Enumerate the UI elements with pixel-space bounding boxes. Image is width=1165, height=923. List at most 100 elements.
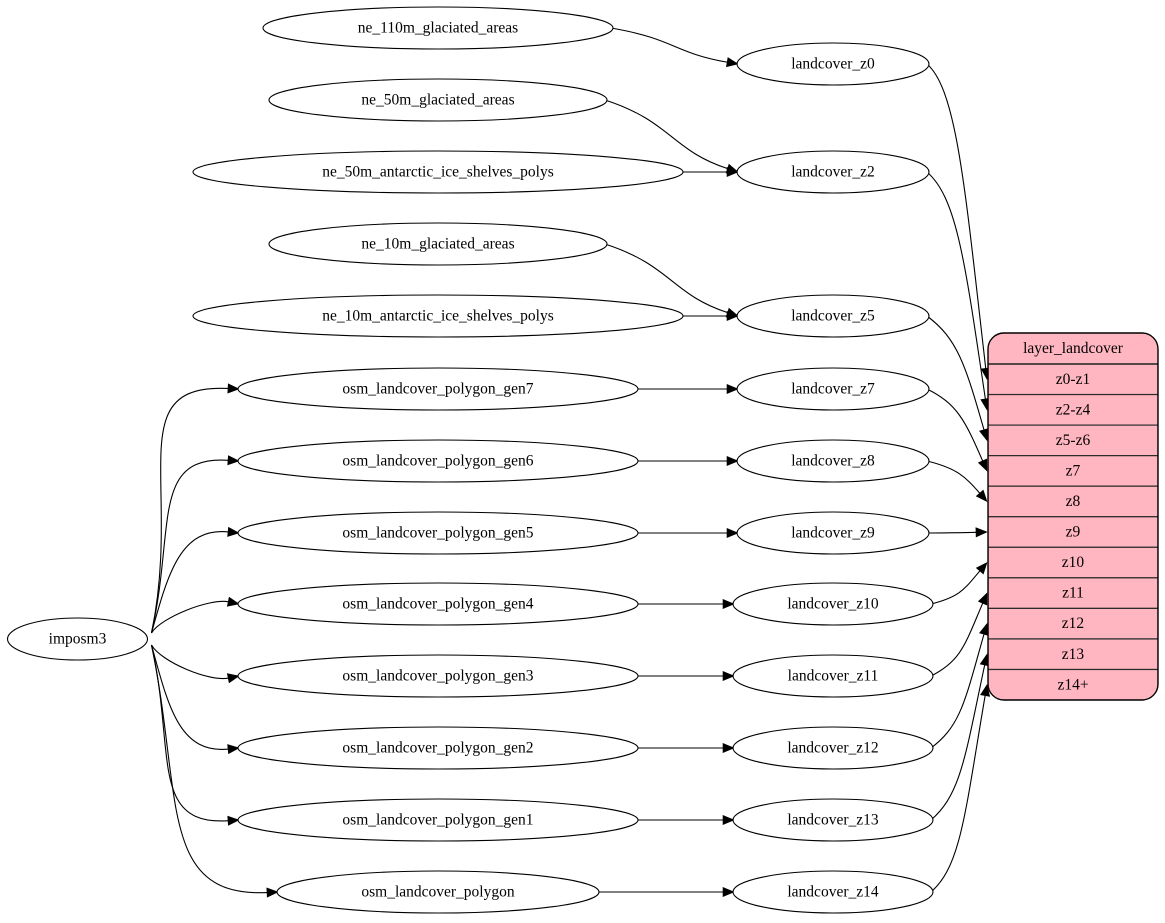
node-imposm3[interactable]: imposm3 xyxy=(6,617,149,661)
node-landcover_z9[interactable]: landcover_z9 xyxy=(736,511,930,555)
node-landcover_z10[interactable]: landcover_z10 xyxy=(732,582,934,626)
node-ne_50m_antarctic_ice_shelves_polys[interactable]: ne_50m_antarctic_ice_shelves_polys xyxy=(192,150,684,194)
node-label-ne_50m_glaciated_areas: ne_50m_glaciated_areas xyxy=(361,92,514,109)
node-label-osm_landcover_polygon_gen5: osm_landcover_polygon_gen5 xyxy=(342,525,533,542)
node-label-imposm3: imposm3 xyxy=(49,631,107,648)
node-osm_landcover_polygon_gen5[interactable]: osm_landcover_polygon_gen5 xyxy=(237,511,639,555)
edge-ne_50m_glaciated_areas-to-landcover_z2 xyxy=(604,99,729,170)
node-landcover_z14[interactable]: landcover_z14 xyxy=(732,870,934,914)
node-osm_landcover_polygon[interactable]: osm_landcover_polygon xyxy=(276,870,600,914)
edge-arrowhead xyxy=(722,886,735,898)
node-ellipse-ne_10m_antarctic_ice_shelves_polys xyxy=(192,294,684,338)
node-landcover_z13[interactable]: landcover_z13 xyxy=(732,798,934,842)
edge-arrowhead xyxy=(726,310,739,322)
node-osm_landcover_polygon_gen2[interactable]: osm_landcover_polygon_gen2 xyxy=(237,726,639,770)
node-osm_landcover_polygon_gen1[interactable]: osm_landcover_polygon_gen1 xyxy=(237,798,639,842)
edge-arrowhead xyxy=(722,814,735,826)
node-label-landcover_z13: landcover_z13 xyxy=(787,812,878,829)
node-ellipse-landcover_z5 xyxy=(736,294,930,338)
node-ne_10m_antarctic_ice_shelves_polys[interactable]: ne_10m_antarctic_ice_shelves_polys xyxy=(192,294,684,338)
table-node-layer-landcover[interactable]: layer_landcoverz0-z1z2-z4z5-z6z7z8z9z10z… xyxy=(987,332,1159,701)
node-label-ne_10m_glaciated_areas: ne_10m_glaciated_areas xyxy=(361,236,514,253)
node-label-osm_landcover_polygon_gen3: osm_landcover_polygon_gen3 xyxy=(342,668,533,685)
node-landcover_z8[interactable]: landcover_z8 xyxy=(736,439,930,483)
table-row-label-z7: z7 xyxy=(1066,462,1081,479)
node-label-osm_landcover_polygon_gen2: osm_landcover_polygon_gen2 xyxy=(342,740,533,757)
edge-arrowhead xyxy=(726,383,739,395)
node-ellipse-landcover_z14 xyxy=(732,870,934,914)
edge-arrowhead xyxy=(227,383,240,394)
table-row-label-z13: z13 xyxy=(1062,646,1085,663)
node-label-ne_110m_glaciated_areas: ne_110m_glaciated_areas xyxy=(358,20,518,37)
node-ellipse-osm_landcover_polygon_gen4 xyxy=(237,582,639,626)
table-row-label-z9: z9 xyxy=(1066,524,1081,541)
table-row-label-z11: z11 xyxy=(1062,585,1084,602)
edge-landcover_z11-to-layer_landcover-z11 xyxy=(930,602,984,677)
edges-layer xyxy=(150,27,991,898)
edge-landcover_z14-to-layer_landcover-z14- xyxy=(930,695,986,893)
edge-imposm3-to-osm_landcover_polygon_gen7 xyxy=(150,387,229,634)
table-row[interactable] xyxy=(988,516,1158,548)
table-row[interactable] xyxy=(988,424,1158,457)
edge-arrowhead xyxy=(226,673,240,684)
node-ellipse-osm_landcover_polygon_gen7 xyxy=(237,367,639,411)
node-ne_50m_glaciated_areas[interactable]: ne_50m_glaciated_areas xyxy=(268,78,608,122)
node-ellipse-osm_landcover_polygon_gen1 xyxy=(237,798,639,842)
edge-arrowhead xyxy=(227,455,240,466)
node-osm_landcover_polygon_gen4[interactable]: osm_landcover_polygon_gen4 xyxy=(237,582,639,626)
node-ne_110m_glaciated_areas[interactable]: ne_110m_glaciated_areas xyxy=(262,6,614,50)
edge-landcover_z13-to-layer_landcover-z13 xyxy=(930,664,986,821)
node-ellipse-landcover_z10 xyxy=(732,582,934,626)
table-row[interactable] xyxy=(988,455,1158,487)
node-ellipse-imposm3 xyxy=(6,617,149,661)
node-label-landcover_z2: landcover_z2 xyxy=(791,164,875,181)
node-label-landcover_z12: landcover_z12 xyxy=(787,740,878,757)
table-row[interactable] xyxy=(988,546,1158,579)
node-landcover_z12[interactable]: landcover_z12 xyxy=(732,726,934,770)
edge-ne_10m_glaciated_areas-to-landcover_z5 xyxy=(604,243,729,314)
table-row[interactable] xyxy=(988,363,1158,396)
edge-imposm3-to-osm_landcover_polygon xyxy=(150,644,268,894)
edge-arrowhead xyxy=(722,670,735,682)
node-osm_landcover_polygon_gen3[interactable]: osm_landcover_polygon_gen3 xyxy=(237,654,639,698)
node-ellipse-osm_landcover_polygon xyxy=(276,870,600,914)
edge-arrowhead xyxy=(722,742,735,754)
table-row[interactable] xyxy=(988,668,1158,701)
node-ellipse-osm_landcover_polygon_gen3 xyxy=(237,654,639,698)
table-header-label: layer_landcover xyxy=(1023,340,1124,357)
table-row-label-z2-z4: z2-z4 xyxy=(1056,401,1091,418)
node-ellipse-osm_landcover_polygon_gen5 xyxy=(237,511,639,555)
node-label-osm_landcover_polygon_gen7: osm_landcover_polygon_gen7 xyxy=(342,381,533,398)
edge-ne_110m_glaciated_areas-to-landcover_z0 xyxy=(610,27,728,63)
edge-imposm3-to-osm_landcover_polygon_gen5 xyxy=(150,531,229,634)
edge-arrowhead xyxy=(726,166,739,178)
node-ellipse-landcover_z0 xyxy=(736,42,930,86)
table-layer: layer_landcoverz0-z1z2-z4z5-z6z7z8z9z10z… xyxy=(987,332,1159,701)
node-landcover_z0[interactable]: landcover_z0 xyxy=(736,42,930,86)
table-row[interactable] xyxy=(988,577,1158,609)
node-osm_landcover_polygon_gen7[interactable]: osm_landcover_polygon_gen7 xyxy=(237,367,639,411)
edge-arrowhead xyxy=(726,527,739,539)
node-label-landcover_z8: landcover_z8 xyxy=(791,453,875,470)
node-landcover_z11[interactable]: landcover_z11 xyxy=(732,654,934,698)
node-ellipse-landcover_z8 xyxy=(736,439,930,483)
node-ne_10m_glaciated_areas[interactable]: ne_10m_glaciated_areas xyxy=(268,222,608,266)
edge-arrowhead xyxy=(227,526,240,537)
table-row[interactable] xyxy=(988,607,1158,640)
edge-arrowhead xyxy=(975,527,988,538)
node-landcover_z7[interactable]: landcover_z7 xyxy=(736,367,930,411)
table-row-label-z8: z8 xyxy=(1066,493,1081,510)
node-landcover_z2[interactable]: landcover_z2 xyxy=(736,150,930,194)
edge-arrowhead xyxy=(979,622,989,636)
node-ellipse-landcover_z12 xyxy=(732,726,934,770)
edge-arrowhead xyxy=(977,592,988,606)
table-row[interactable] xyxy=(988,638,1158,671)
node-label-landcover_z5: landcover_z5 xyxy=(791,308,875,325)
node-ellipse-landcover_z9 xyxy=(736,511,930,555)
edge-arrowhead xyxy=(227,815,240,826)
node-landcover_z5[interactable]: landcover_z5 xyxy=(736,294,930,338)
node-label-osm_landcover_polygon_gen4: osm_landcover_polygon_gen4 xyxy=(342,596,533,613)
node-osm_landcover_polygon_gen6[interactable]: osm_landcover_polygon_gen6 xyxy=(237,439,639,483)
table-row-label-z0-z1: z0-z1 xyxy=(1056,371,1090,388)
node-label-osm_landcover_polygon_gen1: osm_landcover_polygon_gen1 xyxy=(342,812,533,829)
